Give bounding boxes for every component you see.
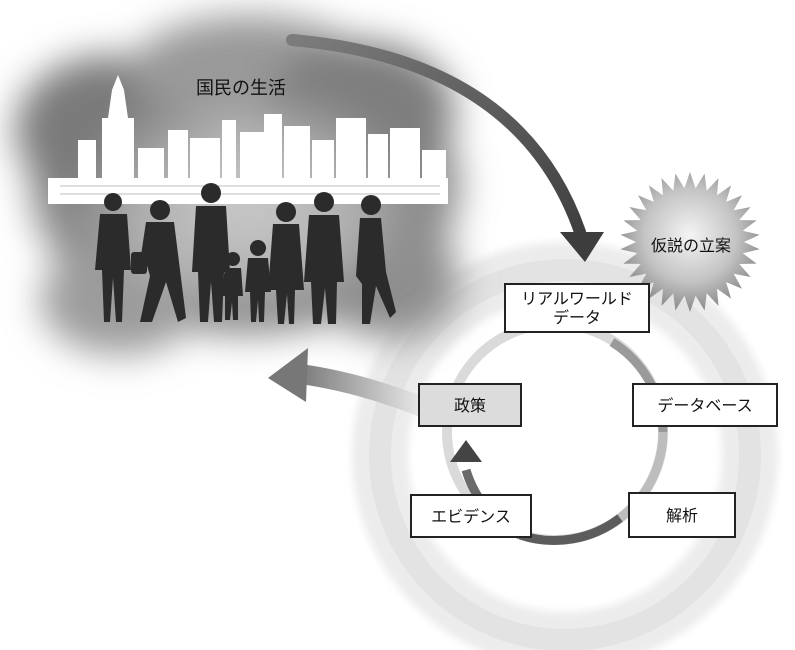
analysis-box: 解析 bbox=[628, 492, 736, 538]
life-label: 国民の生活 bbox=[196, 78, 286, 99]
rwd-line1: リアルワールド bbox=[521, 289, 633, 308]
arrow-policy-to-life bbox=[268, 348, 434, 420]
hypothesis-label: 仮説の立案 bbox=[650, 236, 731, 255]
people-silhouettes bbox=[95, 183, 396, 324]
hypothesis-burst bbox=[620, 172, 760, 312]
database-label: データベース bbox=[657, 395, 753, 415]
evidence-label: エビデンス bbox=[431, 506, 511, 526]
evidence-box: エビデンス bbox=[410, 494, 532, 538]
policy-box: 政策 bbox=[418, 383, 522, 427]
policy-label: 政策 bbox=[453, 395, 486, 415]
background-ring bbox=[352, 242, 778, 650]
arrow-life-to-data bbox=[286, 34, 604, 262]
analysis-label: 解析 bbox=[665, 505, 698, 525]
skyline-windows bbox=[60, 185, 440, 195]
rwd-line2: データ bbox=[552, 308, 601, 327]
database-box: データベース bbox=[632, 383, 778, 427]
rwd-box: リアルワールド データ bbox=[504, 283, 650, 333]
city-skyline bbox=[48, 75, 448, 204]
